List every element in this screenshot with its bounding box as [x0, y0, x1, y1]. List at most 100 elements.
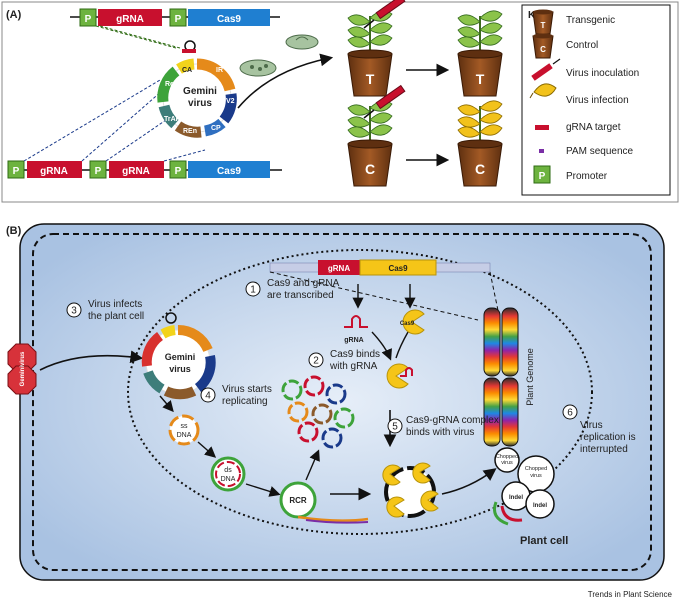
fragment-indel-2: Indel	[533, 503, 547, 509]
arrow-infection	[39, 350, 144, 371]
pots-group: T T C C	[347, 0, 503, 187]
arrow-to-interrupted	[441, 468, 497, 495]
step-number: 6	[567, 408, 573, 419]
cas9-pac-label: Cas9	[400, 321, 415, 327]
arrow-to-dsdna	[197, 441, 217, 458]
grna-box	[98, 9, 162, 26]
ds-dna: ds DNA	[210, 456, 246, 492]
genome-grna-text: gRNA	[328, 264, 350, 273]
promoter-letter: P	[175, 166, 182, 177]
plant-cell-label: Plant cell	[520, 535, 568, 547]
plasma-membrane	[32, 233, 652, 571]
key-promoter-letter: P	[539, 171, 546, 182]
grna-text: gRNA	[122, 166, 150, 177]
step-number: 5	[392, 422, 398, 433]
ds-dna-line2: DNA	[221, 476, 236, 483]
octagon-label: Geminivirus	[20, 351, 26, 386]
pot-letter: C	[475, 161, 485, 177]
ss-dna: ss DNA	[168, 414, 200, 446]
virus-bound-cas9	[382, 462, 439, 518]
key-item-control: Control	[566, 40, 598, 51]
fragment-chopped-1a: Chopped	[496, 454, 518, 460]
promoter-letter: P	[175, 14, 182, 25]
key-control-icon: C	[532, 33, 554, 59]
chromosome-label: Plant Genome	[525, 348, 535, 406]
key-item-grna-target: gRNA target	[566, 122, 621, 133]
infected-leaf-icon	[529, 83, 557, 99]
key-box: Key: T Transgenic C Control Virus inocul…	[521, 4, 671, 196]
cas9-grna-complex	[386, 363, 413, 389]
promoter-letter: P	[85, 14, 92, 25]
step-text: with gRNA	[329, 361, 378, 372]
promoter-box	[169, 160, 187, 179]
bottom-construct: P gRNA P gRNA P Cas9	[7, 160, 282, 179]
pot-letter: C	[365, 161, 375, 177]
pot-transgenic-result: T	[457, 10, 503, 97]
grna-small-label: gRNA	[344, 337, 363, 344]
promoter-box	[89, 160, 107, 179]
key-item-inoculation: Virus inoculation	[566, 68, 639, 79]
grna-target-icon	[535, 125, 549, 130]
nucleus	[127, 249, 593, 535]
step-text: Virus	[580, 420, 603, 431]
arrow-to-replicates	[305, 449, 320, 481]
v2-segment	[219, 93, 237, 124]
cas9-text: Cas9	[217, 166, 241, 177]
gene-label-ir: IR	[216, 67, 223, 74]
step-text: Cas9 binds	[330, 349, 380, 360]
step-number: 3	[71, 306, 77, 317]
pot-transgenic-inoculated: T	[347, 0, 406, 97]
ss-dna-line1: ss	[181, 423, 189, 430]
top-construct: P gRNA P Cas9	[70, 8, 280, 27]
panel-a-frame	[1, 1, 679, 203]
replicated-genome	[333, 407, 355, 429]
pot-control-result: C	[457, 100, 503, 187]
syringe-icon	[363, 0, 406, 29]
gene-label-ca: CA	[182, 67, 192, 74]
journal-footer: Trends in Plant Science	[588, 590, 673, 599]
genome-cas9-box	[359, 259, 437, 276]
step-text: replicating	[222, 396, 268, 407]
arrow-to-rcr	[245, 483, 281, 497]
grna-box	[27, 161, 82, 178]
grna-text: gRNA	[116, 14, 144, 25]
gene-label-rep: Rep	[165, 81, 178, 88]
arrow-to-pot	[237, 53, 334, 109]
gene-label-cp: CP	[211, 125, 221, 132]
geminivirus-octagon: Geminivirus	[7, 343, 37, 395]
gene-label-ren: REn	[183, 128, 197, 135]
insertion-lines	[95, 25, 181, 49]
fragment-chopped-2a: Chopped	[525, 466, 547, 472]
agrobacterium-icon	[239, 34, 319, 77]
step-text: interrupted	[580, 444, 628, 455]
rcr-label: RCR	[289, 496, 307, 505]
cas9-protein: Cas9	[400, 309, 425, 335]
replicated-genome	[321, 427, 343, 449]
genome-cas9-text: Cas9	[388, 264, 408, 273]
fragment-chopped-2b: virus	[530, 473, 542, 479]
syringe-icon	[531, 58, 561, 81]
pot-letter: T	[476, 71, 485, 87]
ca-segment	[176, 58, 195, 74]
panel-a-label: (A)	[6, 9, 22, 21]
syringe-icon	[363, 84, 406, 119]
key-transgenic-icon: T	[532, 9, 554, 35]
gemini-b-line2: virus	[169, 364, 191, 374]
fragment-chopped-1b: virus	[501, 460, 513, 466]
plant-chromosome: Plant Genome	[483, 307, 535, 447]
promoter-box	[79, 8, 97, 27]
panel-b-label: (B)	[6, 225, 22, 237]
cp-segment	[203, 118, 226, 137]
promoter-box	[169, 8, 187, 27]
step-text: Cas9-gRNA complex	[406, 415, 499, 426]
key-transgenic-letter: T	[541, 21, 546, 30]
arrow-binding-right	[395, 331, 409, 359]
grna-box	[109, 161, 164, 178]
key-item-promoter: Promoter	[566, 171, 608, 182]
promoter-letter: P	[13, 166, 20, 177]
pot-letter: T	[366, 71, 375, 87]
